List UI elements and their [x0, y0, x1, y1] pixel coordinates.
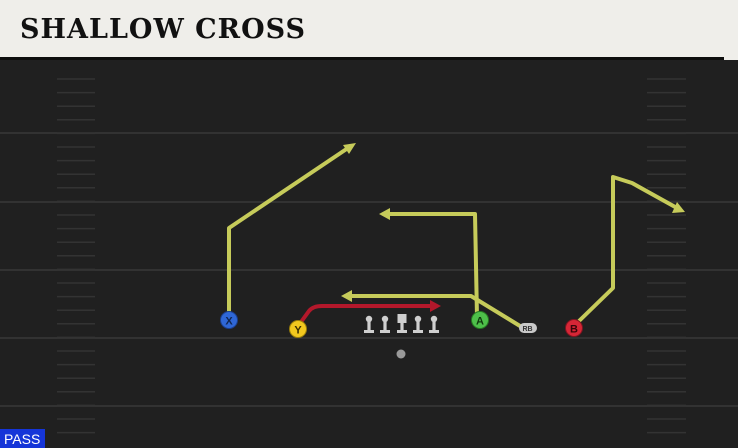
offensive-line: [364, 314, 439, 333]
route-y-arrowhead: [430, 300, 441, 312]
route-a: [386, 212, 479, 319]
lineman-left-tackle: [364, 315, 374, 333]
route-rb: [348, 294, 522, 328]
receiver-b-label: B: [570, 324, 578, 336]
receiver-a-label: A: [476, 316, 484, 328]
route-b: [576, 175, 679, 324]
receiver-y[interactable]: Y: [289, 320, 307, 338]
play-title: SHALLOW CROSS: [20, 14, 307, 45]
running-back[interactable]: RB: [519, 323, 537, 333]
route-b-arrowhead: [672, 202, 685, 213]
running-back-label: RB: [522, 326, 532, 333]
route-x-arrowhead: [343, 143, 356, 154]
route-a-arrowhead: [379, 208, 390, 220]
play-header: SHALLOW CROSS: [0, 0, 738, 60]
lineman-right-guard: [413, 315, 423, 333]
quarterback-marker: [396, 349, 406, 359]
receiver-b[interactable]: B: [565, 319, 583, 337]
lineman-right-tackle: [429, 315, 439, 333]
field-background: [0, 60, 738, 448]
lineman-left-guard: [380, 315, 390, 333]
hash-marks-right: [647, 78, 686, 434]
receiver-a[interactable]: A: [471, 311, 489, 329]
route-x: [227, 146, 350, 320]
receiver-y-label: Y: [294, 325, 302, 337]
receiver-x-label: X: [225, 316, 233, 328]
play-field: X Y A RB B: [0, 60, 738, 448]
play-type-badge: PASS: [0, 429, 46, 448]
hash-marks-left: [57, 78, 95, 434]
lineman-center: [397, 314, 407, 333]
receiver-x[interactable]: X: [220, 311, 238, 329]
route-rb-arrowhead: [341, 290, 352, 302]
route-y-primary: [299, 304, 434, 324]
